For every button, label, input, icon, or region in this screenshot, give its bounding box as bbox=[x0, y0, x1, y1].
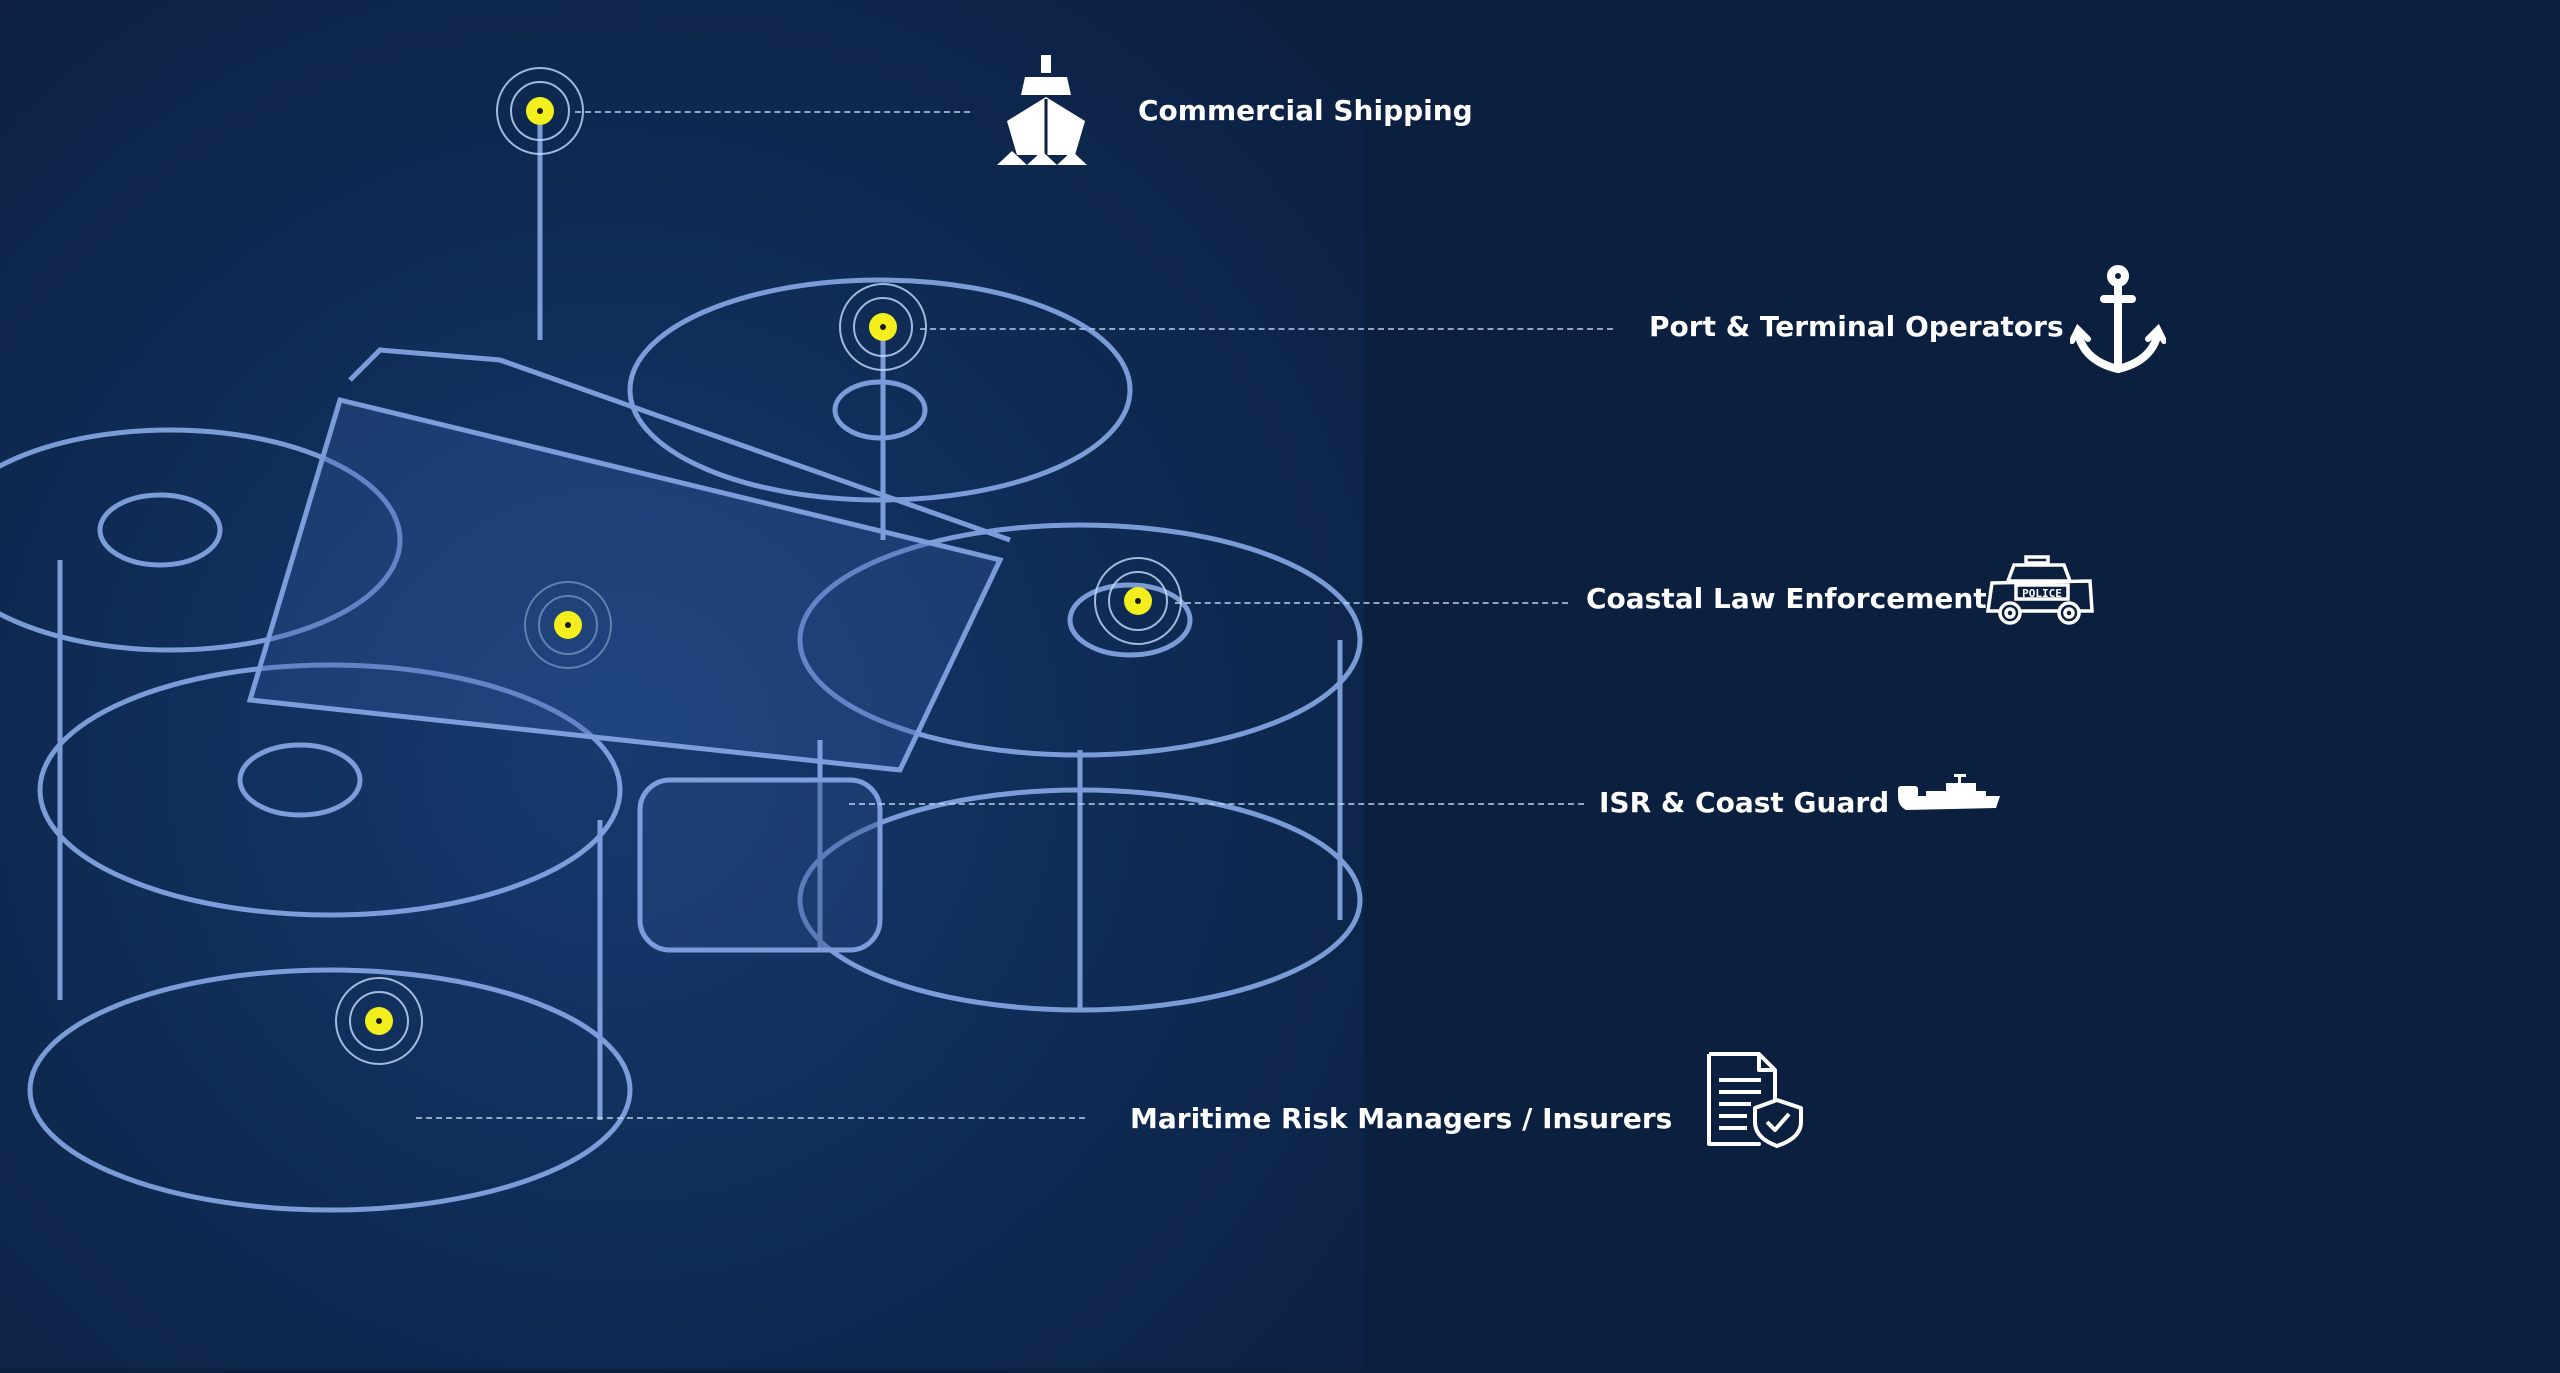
segment-label-port-terminal: Port & Terminal Operators bbox=[1649, 310, 2064, 343]
connector-line bbox=[920, 328, 1613, 330]
segment-label-commercial-shipping: Commercial Shipping bbox=[1138, 94, 1473, 127]
segment-label-coastal-law: Coastal Law Enforcement bbox=[1586, 582, 1987, 615]
connector-line bbox=[1175, 602, 1568, 604]
police-text: POLICE bbox=[2022, 587, 2062, 600]
segment-label-isr-coast-guard: ISR & Coast Guard bbox=[1599, 786, 1890, 819]
segment-label-maritime-risk: Maritime Risk Managers / Insurers bbox=[1130, 1102, 1673, 1135]
police-car-icon: POLICE bbox=[1985, 555, 2094, 625]
connector-line bbox=[416, 1117, 1085, 1119]
anchor-icon bbox=[2070, 265, 2166, 374]
connector-line bbox=[575, 111, 970, 113]
ship-icon bbox=[997, 55, 1087, 165]
connector-line bbox=[849, 803, 1584, 805]
patrol-boat-icon bbox=[1898, 774, 2000, 810]
insurance-document-icon bbox=[1707, 1052, 1803, 1148]
drone-wireframe-image bbox=[0, 0, 1364, 1369]
